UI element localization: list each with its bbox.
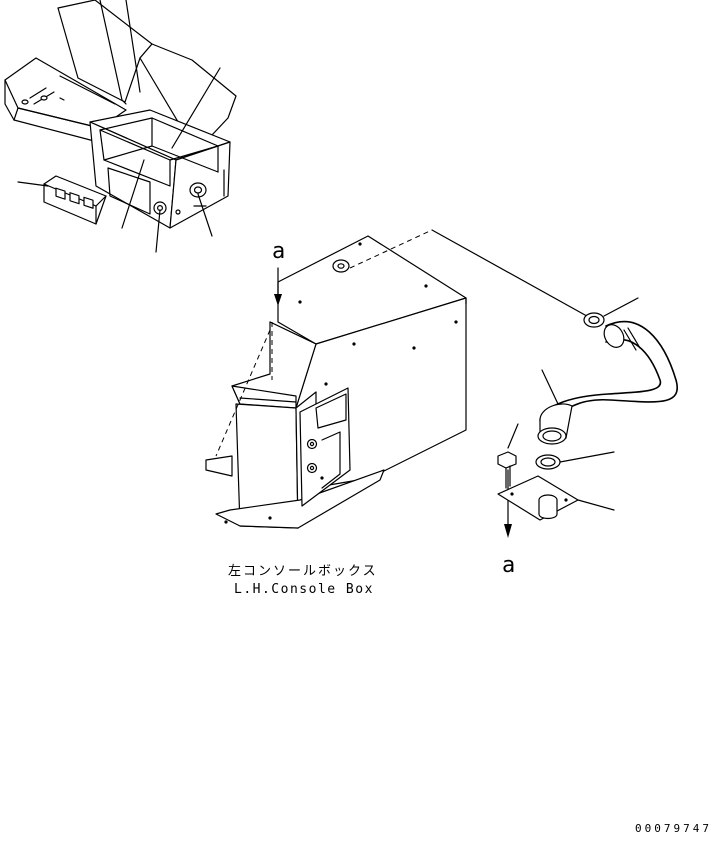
caption-english: L.H.Console Box [234, 582, 374, 597]
lh-console-box [205, 229, 467, 529]
console-cover-detail [4, 0, 237, 253]
caption-japanese: 左コンソールボックス [228, 564, 378, 579]
drawing-number: 00079747 [635, 822, 712, 835]
drain-hose-assembly [431, 229, 679, 521]
view-arrow-top: a [272, 239, 285, 306]
view-marker-top: a [272, 239, 285, 264]
view-marker-bottom: a [502, 553, 515, 578]
view-arrow-bottom: a [502, 469, 515, 578]
